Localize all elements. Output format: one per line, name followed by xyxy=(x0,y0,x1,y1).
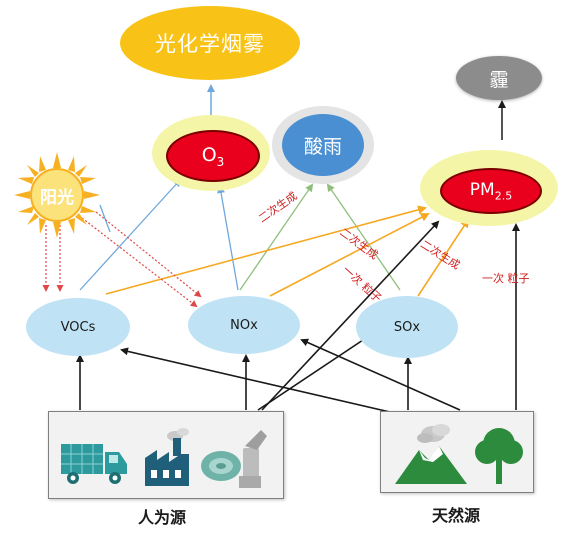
o3-label: O3 xyxy=(202,144,225,169)
pm-base: PM xyxy=(469,179,495,200)
nox-node: NOx xyxy=(188,296,300,354)
volcano-mountain-icon xyxy=(395,424,467,484)
pm-label: PM2.5 xyxy=(470,180,512,202)
o3-node: O3 xyxy=(166,130,260,182)
sunlight-label: 阳光 xyxy=(40,187,74,208)
acid-rain-node: 酸雨 xyxy=(282,114,364,176)
acid-rain-label: 酸雨 xyxy=(303,135,342,158)
natural-source-box xyxy=(380,411,534,493)
haze-label: 霾 xyxy=(489,68,509,91)
nox-label: NOx xyxy=(230,317,258,333)
label-primary-2: 一次 粒子 xyxy=(482,272,530,285)
pm-node: PM2.5 xyxy=(440,168,542,214)
arrow-sox-to-pm xyxy=(417,218,470,297)
cans-icon xyxy=(201,430,267,488)
tree-icon xyxy=(475,428,523,484)
arrow-vocs-to-o3 xyxy=(79,178,182,291)
vocs-label: VOCs xyxy=(60,319,96,335)
anthropogenic-label: 人为源 xyxy=(138,508,187,527)
factory-icon xyxy=(145,428,189,486)
sun-icon xyxy=(14,152,100,238)
haze-node: 霾 xyxy=(456,56,542,100)
truck-icon xyxy=(61,444,127,484)
photochemical-smog-node: 光化学烟雾 xyxy=(120,6,300,80)
arrow-nox-to-o3 xyxy=(217,185,239,291)
arrow-natural-to-vocs xyxy=(120,347,391,413)
arrow-natural-to-nox xyxy=(300,338,461,411)
pm-sub: 2.5 xyxy=(494,189,513,203)
arrow-nox-to-acid xyxy=(239,183,314,291)
dashed-sun-3 xyxy=(81,217,198,308)
photochemical-smog-label: 光化学烟雾 xyxy=(155,32,265,56)
arrow-sox-to-acid xyxy=(326,183,401,291)
arrow-nox-to-pm xyxy=(269,213,430,297)
natural-label: 天然源 xyxy=(432,506,481,525)
sox-node: SOx xyxy=(356,296,458,358)
o3-sub: 3 xyxy=(216,154,225,169)
arrow-vocs-to-pm xyxy=(105,205,427,295)
o3-base: O xyxy=(201,143,217,166)
anthropogenic-source-box xyxy=(48,411,284,499)
sox-label: SOx xyxy=(393,319,421,335)
arrow-anthro-to-sox xyxy=(257,328,380,411)
arrow-anthro-to-pm xyxy=(261,220,440,411)
vocs-node: VOCs xyxy=(26,298,130,356)
line-sun-blue xyxy=(99,204,111,233)
sunlight-label-wrap: 阳光 xyxy=(26,180,88,210)
